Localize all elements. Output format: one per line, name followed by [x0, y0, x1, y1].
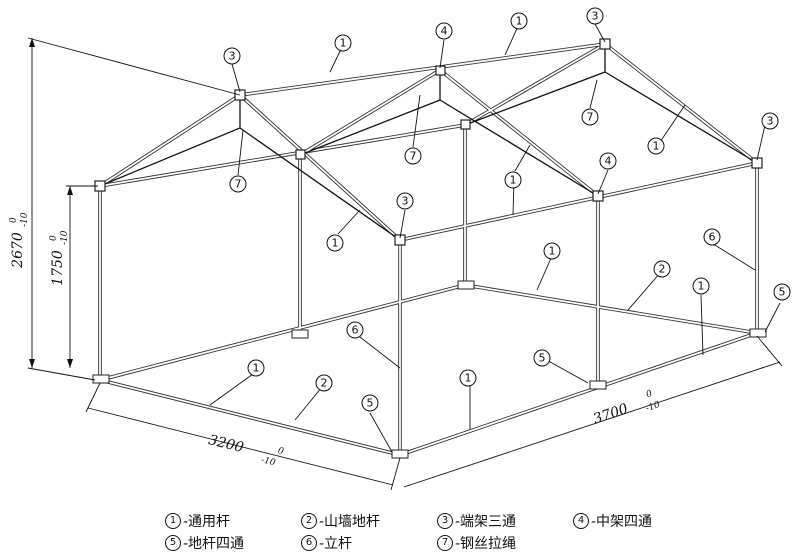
callout-post-right: 6 [703, 228, 721, 246]
svg-text:1: 1 [516, 15, 523, 28]
dimension-wall-height: 1750 0 -10 [49, 230, 70, 286]
svg-text:2670: 2670 [10, 232, 26, 269]
frame-tubes [98, 42, 759, 457]
svg-text:6: 6 [352, 324, 359, 337]
svg-text:1: 1 [465, 372, 472, 385]
svg-text:3: 3 [402, 195, 409, 208]
dimension-length: 3700 0 -10 [591, 389, 661, 428]
svg-text:1: 1 [332, 237, 339, 250]
svg-text:-10: -10 [644, 400, 661, 414]
svg-text:3700: 3700 [591, 401, 630, 428]
svg-text:0: 0 [49, 235, 59, 241]
legend-item-7: 7-钢丝拉绳 [437, 533, 573, 553]
cable-mid-b [439, 99, 599, 197]
cable-right-b [604, 71, 758, 164]
svg-text:3: 3 [229, 50, 236, 63]
svg-text:0: 0 [277, 446, 285, 457]
legend-item-5: 5-地杆四通 [165, 533, 301, 553]
callout-rafter-right: 1 [647, 137, 665, 155]
svg-text:3: 3 [592, 10, 599, 23]
legend-row: 1-通用杆 2-山墙地杆 3-端架三通 4-中架四通 [165, 510, 765, 532]
callout-gable-ground: 2 [653, 260, 671, 278]
svg-text:0: 0 [9, 217, 19, 223]
callout-end-tee-right-top: 3 [586, 7, 604, 25]
legend-item-2: 2-山墙地杆 [301, 511, 437, 531]
callout-front-ground-right: 1 [459, 369, 477, 387]
callout-ground-right: 1 [692, 277, 710, 295]
svg-text:0: 0 [645, 389, 654, 400]
callout-cable-mid: 7 [404, 147, 422, 165]
callout-gable-ground-left: 2 [315, 374, 333, 392]
svg-text:-10: -10 [20, 212, 30, 227]
svg-text:1: 1 [340, 37, 347, 50]
callout-mid-cross-top: 4 [435, 22, 453, 40]
callout-cable-left: 7 [229, 175, 247, 193]
callout-ridge-b: 1 [510, 12, 528, 30]
svg-text:-10: -10 [60, 230, 70, 245]
callout-rafter-left: 1 [326, 234, 344, 252]
leader-lines [209, 23, 781, 453]
svg-text:1: 1 [253, 362, 260, 375]
svg-text:7: 7 [410, 150, 417, 163]
svg-text:-10: -10 [260, 455, 277, 468]
svg-text:5: 5 [779, 286, 786, 299]
svg-text:1: 1 [653, 140, 660, 153]
svg-text:2: 2 [659, 263, 666, 276]
callout-base-right: 5 [773, 283, 791, 301]
svg-text:3: 3 [767, 115, 774, 128]
svg-text:1: 1 [698, 280, 705, 293]
svg-text:6: 6 [709, 231, 716, 244]
svg-text:2: 2 [321, 377, 328, 390]
callout-post-front: 6 [346, 321, 364, 339]
svg-text:7: 7 [235, 178, 242, 191]
callout-end-tee-left: 3 [223, 47, 241, 65]
callout-front-ground-left: 1 [247, 359, 265, 377]
dimension-total-height: 2670 0 -10 [9, 212, 30, 269]
svg-text:7: 7 [587, 111, 594, 124]
svg-text:4: 4 [441, 25, 448, 38]
legend-row: 5-地杆四通 6-立杆 7-钢丝拉绳 [165, 532, 765, 554]
frame-tube-highlights [99, 43, 758, 456]
callout-end-tee-right: 3 [761, 112, 779, 130]
callout-base-front: 5 [361, 394, 379, 412]
svg-text:1: 1 [549, 245, 556, 258]
svg-text:5: 5 [367, 397, 374, 410]
dimension-width: 3200 0 -10 [207, 432, 285, 468]
svg-text:3200: 3200 [207, 432, 246, 456]
callout-end-tee-front: 3 [396, 192, 414, 210]
cable-left-b [239, 127, 401, 241]
callout-mid-cross-front: 4 [599, 152, 617, 170]
callout-ridge-a: 1 [334, 34, 352, 52]
callouts: 1 1 3 4 3 7 7 7 1 3 1 4 1 3 1 2 6 1 5 6 … [223, 7, 791, 412]
joints [92, 38, 767, 459]
legend-item-4: 4-中架四通 [573, 511, 709, 531]
svg-text:5: 5 [539, 352, 546, 365]
callout-rafter-mid: 1 [504, 171, 522, 189]
svg-text:4: 4 [605, 155, 612, 168]
legend-item-6: 6-立杆 [301, 533, 437, 553]
dimension-lines [27, 37, 783, 491]
callout-base-mid: 5 [533, 349, 551, 367]
callout-back-ground: 1 [543, 242, 561, 260]
steel-cables [99, 44, 758, 241]
parts-legend: 1-通用杆 2-山墙地杆 3-端架三通 4-中架四通 5-地杆四通 6-立杆 7… [165, 510, 765, 554]
legend-item-1: 1-通用杆 [165, 511, 301, 531]
callout-cable-right: 7 [581, 108, 599, 126]
legend-item-3: 3-端架三通 [437, 511, 573, 531]
svg-text:1750: 1750 [50, 250, 66, 286]
svg-text:1: 1 [510, 174, 517, 187]
